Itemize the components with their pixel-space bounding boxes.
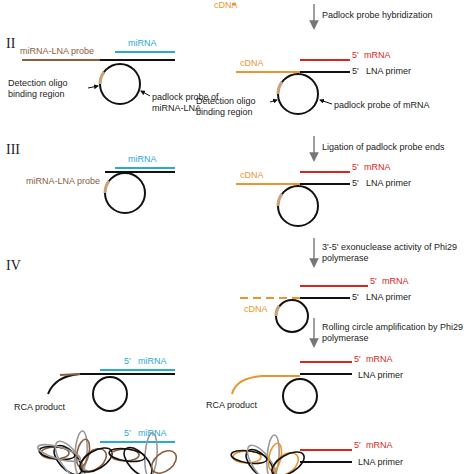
annotation-label: 5' — [370, 276, 377, 287]
step-number: III — [6, 142, 20, 158]
rca-coils — [36, 431, 308, 474]
annotation-label: LNA primer — [366, 292, 411, 303]
annotation-label: 5' — [352, 162, 359, 173]
coil-stroke — [147, 446, 180, 474]
annotation-label: miRNA — [138, 356, 167, 367]
annotation-label: cDNA — [240, 58, 264, 69]
annotation-label: padlock probe of mRNA — [334, 100, 434, 111]
annotation-label: Detection oligo binding region — [196, 96, 268, 118]
step-number: II — [6, 36, 15, 52]
annotation-label: 5' — [354, 354, 361, 365]
annotation-label: 5' — [352, 178, 359, 189]
annotation-label: 3'-5' exonuclease activity of Phi29 poly… — [322, 242, 470, 264]
annotation-label: cDNA — [240, 170, 264, 181]
annotation-label: mRNA — [364, 162, 391, 173]
annotation-label: mRNA — [382, 276, 409, 287]
annotation-label: LNA primer — [358, 370, 403, 381]
annotation-label: cDNA — [244, 304, 268, 315]
coil-stroke — [119, 443, 157, 474]
annotation-label: RCA product — [14, 402, 65, 413]
annotation-label: 5' — [124, 428, 131, 439]
annotation-label: 5' — [352, 292, 359, 303]
coil-stroke — [36, 441, 82, 465]
annotation-label: 5' — [352, 66, 359, 77]
annotation-label: 5' — [354, 440, 361, 451]
coil-stroke — [268, 447, 308, 474]
rca-product-mirna — [48, 370, 175, 411]
annotation-label: miRNA-LNA probe — [20, 46, 94, 57]
annotation-label: Rolling circle amplification by Phi29 po… — [322, 322, 470, 344]
step-number: IV — [6, 258, 21, 274]
annotation-label: LNA primer — [366, 178, 411, 189]
annotation-label: mRNA — [366, 440, 393, 451]
annotation-label: mRNA — [364, 50, 391, 61]
annotation-label: miRNA — [138, 428, 167, 439]
annotation-label: miRNA — [128, 154, 157, 165]
annotation-label: LNA primer — [358, 457, 403, 468]
annotation-label: LNA primer — [366, 66, 411, 77]
annotation-label: Ligation of padlock probe ends — [322, 142, 445, 153]
annotation-label: RCA product — [206, 400, 257, 411]
annotation-label: cDNA — [214, 0, 238, 11]
annotation-label: 5' — [352, 50, 359, 61]
mrna-padlock-III — [236, 172, 350, 226]
annotation-label: miRNA — [128, 38, 157, 49]
annotation-label: Detection oligo binding region — [8, 78, 88, 100]
coil-stroke — [50, 437, 90, 474]
coil-stroke — [108, 447, 145, 464]
annotation-label: Padlock probe hybridization — [322, 10, 433, 21]
annotation-label: 5' — [124, 356, 131, 367]
step-arrows — [313, 4, 315, 346]
annotation-label: miRNA-LNA probe — [26, 176, 100, 187]
coil-stroke — [76, 443, 116, 474]
mirna-padlock-III — [105, 168, 175, 213]
annotation-label: mRNA — [366, 354, 393, 365]
